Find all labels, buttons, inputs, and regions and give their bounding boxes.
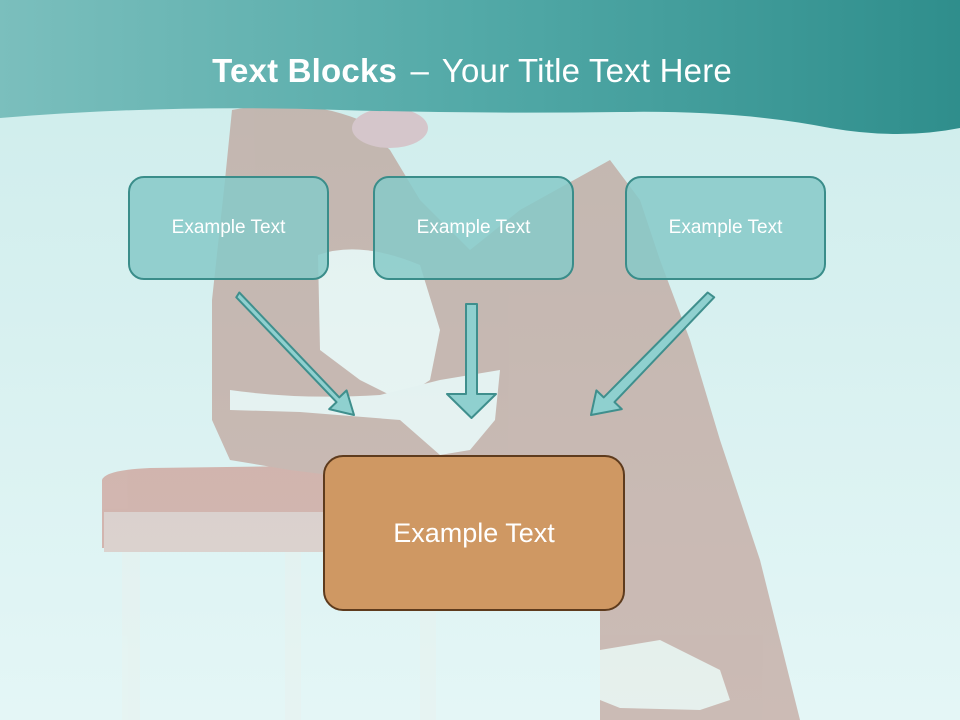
headwear-shape	[352, 108, 428, 148]
text-block-3[interactable]: Example Text	[625, 176, 826, 280]
main-text-block[interactable]: Example Text	[323, 455, 625, 611]
title-text: Your Title Text Here	[441, 52, 732, 89]
stool-leg-shape	[285, 552, 301, 720]
stool-leg-shape	[122, 552, 140, 720]
title-separator: –	[410, 52, 429, 89]
slide-title: Text Blocks – Your Title Text Here	[0, 52, 944, 90]
header-band	[0, 0, 960, 134]
garment-shape	[230, 370, 500, 455]
arrow-down-left	[590, 291, 716, 416]
arrow-down	[446, 303, 497, 419]
main-text-block-label: Example Text	[393, 517, 555, 548]
text-block-2-label: Example Text	[416, 217, 531, 238]
stool-fringe-shape	[104, 512, 330, 552]
text-block-1[interactable]: Example Text	[128, 176, 329, 280]
garment-shape	[318, 249, 440, 400]
shoe-shape	[600, 640, 730, 710]
text-block-2[interactable]: Example Text	[373, 176, 574, 280]
text-block-1-label: Example Text	[171, 217, 286, 238]
title-bold: Text Blocks	[212, 52, 398, 89]
arrow-down-right	[235, 291, 355, 416]
text-block-3-label: Example Text	[668, 217, 783, 238]
